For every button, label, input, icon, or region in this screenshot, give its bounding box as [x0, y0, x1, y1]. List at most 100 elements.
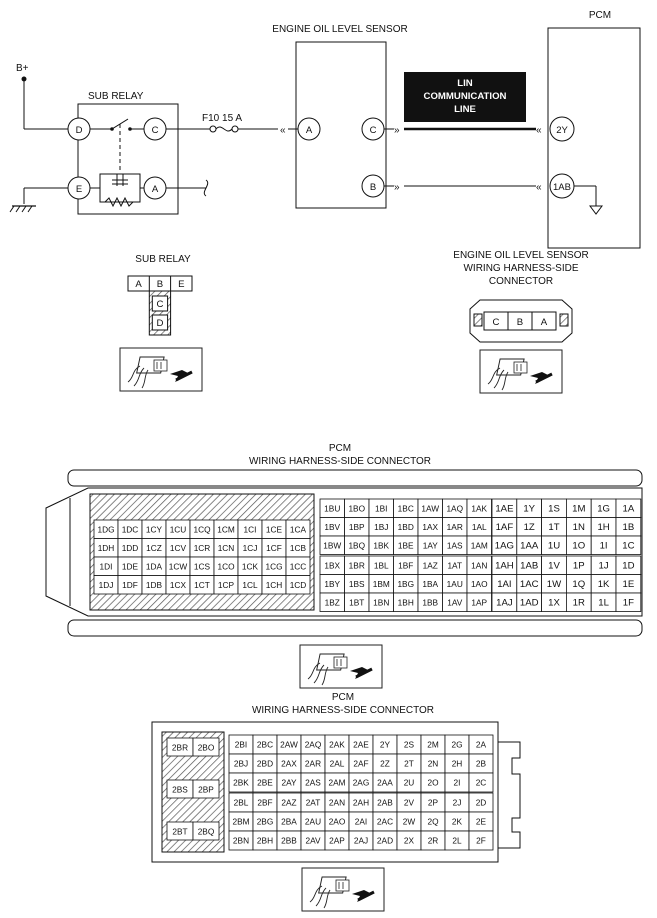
terminal-label: 1I — [600, 540, 608, 551]
terminal-label: 1A — [623, 503, 635, 514]
terminal-label: 1BL — [374, 560, 389, 570]
terminal-label: 1BU — [324, 503, 340, 513]
terminal-label: 1AN — [471, 560, 487, 570]
terminal-label: 2Z — [380, 759, 390, 769]
terminal-label: 2AI — [355, 817, 367, 827]
terminal-label: 1AL — [472, 522, 487, 532]
terminal-label: 2Y — [380, 740, 391, 750]
svg-text:E: E — [76, 184, 82, 195]
terminal-label: 1AV — [447, 597, 463, 607]
terminal-cell — [285, 575, 311, 595]
terminal-label: 1DE — [122, 561, 139, 571]
terminal-label: 2N — [428, 759, 439, 769]
terminal-label: 1CA — [290, 524, 307, 534]
terminal-label: 1AS — [447, 540, 463, 550]
terminal-label: 2W — [403, 817, 416, 827]
terminal-label: 1CO — [217, 561, 235, 571]
terminal-label: 1AA — [520, 540, 539, 551]
sub-relay-title: SUB RELAY — [88, 91, 144, 102]
fuse-symbol-icon — [209, 125, 239, 133]
terminal-label: 2AK — [329, 740, 345, 750]
terminal-label: 1BA — [422, 579, 438, 589]
terminal-label: 2AS — [305, 778, 321, 788]
terminal-label: 1CY — [146, 524, 163, 534]
pcm-box — [547, 27, 641, 249]
svg-text:D: D — [157, 318, 164, 329]
terminal-label: 1AC — [520, 579, 539, 590]
terminal-label: 2BD — [257, 759, 273, 769]
terminal-label: 1O — [572, 540, 585, 551]
connector-view-icon — [478, 348, 564, 395]
terminal-label: 1BZ — [325, 597, 340, 607]
terminal-label: 2Q — [427, 817, 439, 827]
terminal-label: 1BH — [398, 597, 414, 607]
terminal-label: 1CJ — [243, 543, 258, 553]
terminal-label: 2AM — [328, 778, 345, 788]
terminal-label: 1AQ — [446, 503, 463, 513]
svg-text:C: C — [152, 125, 159, 136]
svg-text:WIRING HARNESS-SIDE: WIRING HARNESS-SIDE — [463, 263, 578, 274]
terminal-label: 2AT — [306, 798, 321, 808]
terminal-label: 2AB — [377, 798, 393, 808]
terminal-label: 1CP — [218, 580, 235, 590]
terminal-label: 1E — [623, 579, 635, 590]
terminal-label: 2L — [452, 836, 462, 846]
terminal-cell — [466, 535, 492, 555]
terminal-label: 2BJ — [234, 759, 248, 769]
svg-text:B: B — [157, 279, 163, 290]
terminal-label: 1AD — [520, 597, 539, 608]
lin-communication-label — [404, 72, 526, 122]
terminal-label: 1CC — [290, 561, 307, 571]
terminal-label: 1S — [548, 503, 560, 514]
terminal-label: 1K — [598, 579, 610, 590]
terminal-label: 2R — [428, 836, 439, 846]
terminal-label: 2V — [404, 798, 415, 808]
svg-text:COMMUNICATION: COMMUNICATION — [424, 91, 507, 102]
terminal-label: 2K — [452, 817, 463, 827]
svg-text:«: « — [536, 125, 542, 136]
svg-text:B: B — [517, 317, 523, 328]
terminal-label: 1CM — [217, 524, 235, 534]
engine-oil-level-sensor-connector: ENGINE OIL LEVEL SENSOR WIRING HARNESS-S… — [453, 250, 589, 395]
terminal-label: 2BG — [257, 817, 274, 827]
terminal-label: 1AT — [447, 560, 462, 570]
terminal-label: 1CR — [194, 543, 211, 553]
terminal-cell — [192, 779, 220, 799]
terminal-label: 1D — [622, 560, 634, 571]
terminal-label: 1AY — [423, 540, 439, 550]
terminal-label: 1BP — [349, 522, 365, 532]
svg-text:«: « — [536, 182, 542, 193]
terminal-label: 2AG — [353, 778, 370, 788]
terminal-cell — [192, 737, 220, 757]
svg-text:WIRING HARNESS-SIDE CONNECTOR: WIRING HARNESS-SIDE CONNECTOR — [252, 705, 434, 716]
terminal-label: 1BY — [324, 579, 340, 589]
terminal-label: 1CQ — [193, 524, 211, 534]
terminal-label: 2C — [476, 778, 487, 788]
svg-text:C: C — [493, 317, 500, 328]
svg-text:PCM: PCM — [329, 443, 351, 454]
terminal-label: 1DF — [122, 580, 138, 590]
terminal-label: 2BE — [257, 778, 273, 788]
terminal-label: 2AZ — [281, 798, 296, 808]
terminal-label: 1F — [623, 597, 634, 608]
svg-text:C: C — [370, 125, 377, 136]
terminal-label: 2BK — [233, 778, 249, 788]
terminal-cell — [615, 535, 642, 555]
terminal-label: 1AR — [447, 522, 463, 532]
terminal-label: 1Y — [523, 503, 535, 514]
terminal-label: 1DJ — [99, 580, 114, 590]
terminal-label: 1BR — [349, 560, 365, 570]
terminal-label: 2BH — [257, 836, 273, 846]
terminal-label: 1DB — [146, 580, 163, 590]
svg-text:2Y: 2Y — [556, 125, 568, 136]
terminal-label: 2AU — [305, 817, 321, 827]
terminal-label: 1AE — [495, 503, 513, 514]
svg-text:A: A — [541, 317, 548, 328]
terminal-label: 1H — [597, 522, 609, 533]
terminal-label: 2BL — [234, 798, 249, 808]
terminal-label: 1CV — [170, 543, 187, 553]
svg-text:SUB RELAY: SUB RELAY — [135, 254, 191, 265]
terminal-label: 1BQ — [348, 540, 365, 550]
terminal-label: 1CW — [169, 561, 188, 571]
